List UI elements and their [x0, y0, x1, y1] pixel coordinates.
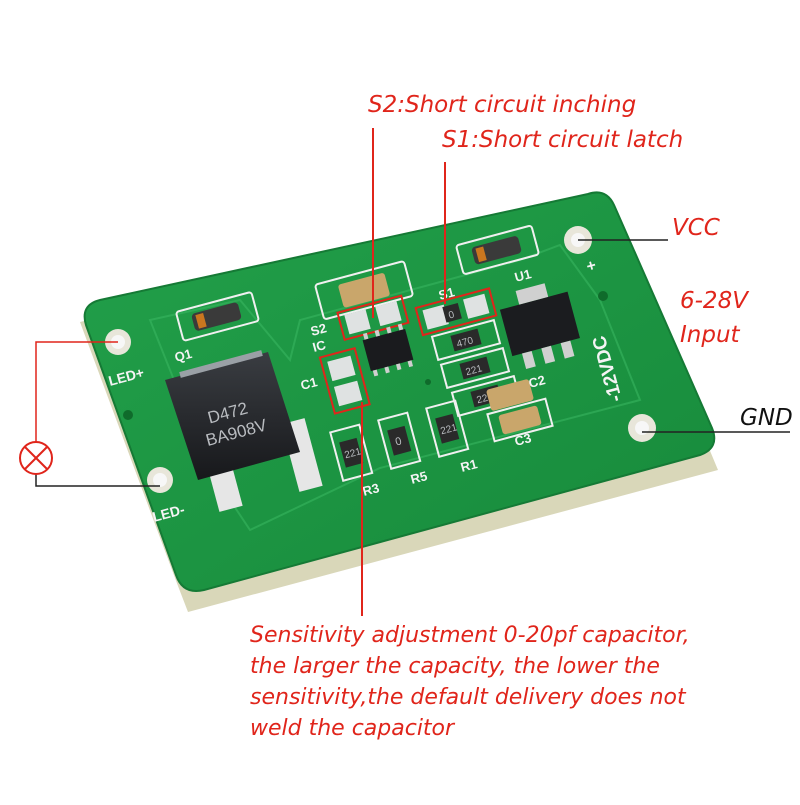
regulator-chip — [499, 283, 580, 369]
resistor-code-470: 470 — [456, 335, 475, 350]
via-hole — [598, 291, 608, 301]
silk-ic: IC — [311, 337, 328, 355]
silk-r5: R5 — [409, 468, 429, 487]
resistor-r1: 221 — [425, 399, 470, 458]
silk-q1: Q1 — [173, 346, 194, 365]
sensitivity-line-3: sensitivity,the default delivery does no… — [250, 685, 686, 710]
annotation-input-voltage: 6-28V — [680, 288, 748, 314]
u1-diode — [455, 225, 540, 275]
sensitivity-line-1: Sensitivity adjustment 0-20pf capacitor, — [250, 623, 690, 648]
mount-hole-gnd — [628, 414, 656, 442]
via-hole — [425, 379, 431, 385]
capacitor-c2 — [486, 379, 534, 411]
resistor-r5: 0 — [377, 411, 422, 470]
c1-pads — [318, 347, 371, 415]
sensitivity-line-4: weld the capacitor — [250, 716, 455, 741]
silk-u1: U1 — [513, 266, 533, 285]
silk-r1: R1 — [459, 456, 479, 475]
resistor-code-221-a: 221 — [465, 363, 484, 378]
silk-c2: C2 — [527, 372, 547, 391]
q1-diode — [175, 291, 260, 342]
sensitivity-line-2: the larger the capacity, the lower the — [250, 654, 660, 679]
via-hole — [123, 410, 133, 420]
mosfet-chip: D472 BA908V — [165, 350, 323, 512]
ic-chip — [362, 323, 414, 377]
resistor-code-r1: 221 — [439, 422, 458, 437]
resistor-r3: 221 — [329, 423, 374, 482]
capacitor-top — [314, 260, 414, 320]
mount-hole-led-minus — [147, 467, 173, 493]
annotation-s1: S1:Short circuit latch — [442, 127, 684, 153]
silk-r3: R3 — [361, 480, 381, 499]
silk-c3: C3 — [513, 430, 533, 449]
resistor-221-a: 221 — [439, 346, 511, 390]
annotation-gnd: GND — [740, 405, 793, 431]
annotation-input-label: Input — [680, 322, 740, 348]
resistor-code-r5: 0 — [394, 435, 403, 448]
capacitor-c3 — [486, 397, 554, 443]
silk-s2: S2 — [309, 320, 328, 339]
silk-c1: C1 — [299, 374, 319, 393]
lamp-symbol-icon — [19, 441, 53, 475]
led-wire-bottom — [35, 474, 160, 487]
silk-s1: S1 — [437, 284, 456, 303]
resistor-code-r3: 221 — [343, 446, 362, 461]
annotation-s2: S2:Short circuit inching — [368, 92, 637, 118]
s1-resistor-code: 0 — [447, 309, 456, 321]
annotation-vcc: VCC — [672, 215, 720, 241]
annotation-sensitivity: Sensitivity adjustment 0-20pf capacitor,… — [250, 620, 690, 744]
pcb-board — [83, 191, 716, 592]
led-wire-top — [35, 341, 118, 442]
s1-pads: 0 — [414, 287, 498, 337]
pcb-trace-outline — [148, 243, 642, 532]
silk-plus-mark: + — [585, 257, 598, 276]
resistor-470: 470 — [430, 318, 502, 362]
